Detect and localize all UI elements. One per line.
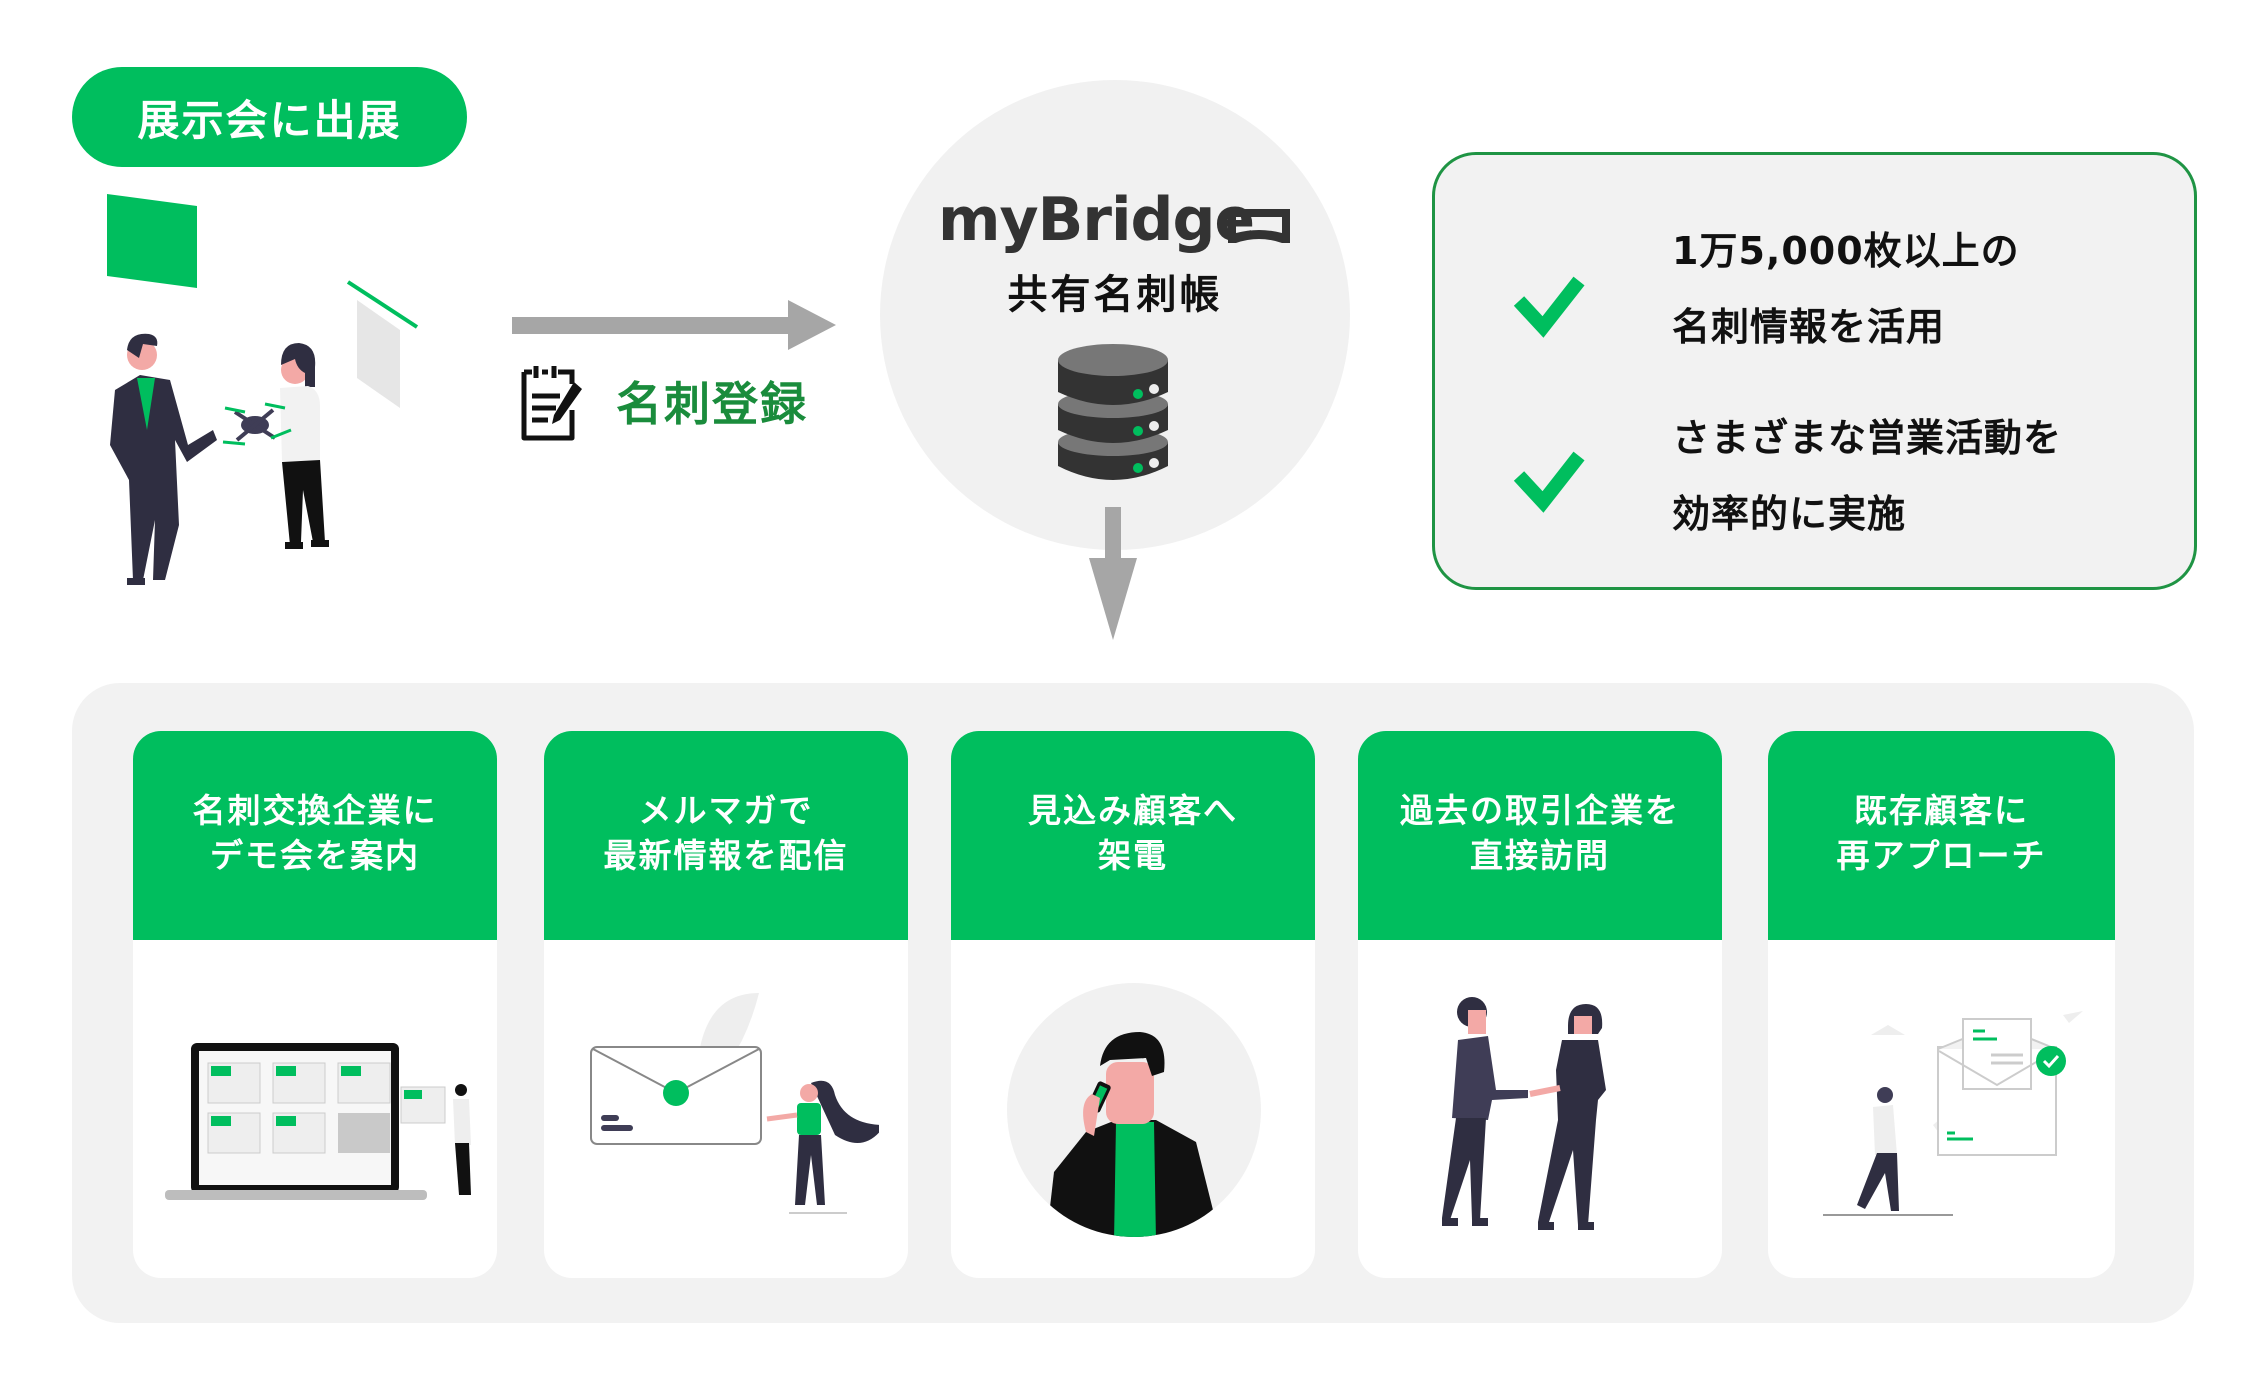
mybridge-logo-icon (1228, 209, 1290, 243)
arrow-right-icon (512, 317, 792, 334)
database-icon (1058, 344, 1168, 480)
card-title-line: 過去の取引企業を (1400, 790, 1680, 830)
activity-card-call: 見込み顧客へ 架電 (951, 731, 1315, 1278)
registration-label: 名刺登録 (616, 377, 808, 431)
card-title-line: 直接訪問 (1470, 835, 1610, 875)
exhibition-pill: 展示会に出展 (72, 67, 467, 167)
exhibition-label: 展示会に出展 (137, 95, 402, 145)
arrow-down-head-icon (1089, 558, 1137, 640)
card-header: 過去の取引企業を 直接訪問 (1358, 731, 1722, 940)
activity-card-visit: 過去の取引企業を 直接訪問 (1358, 731, 1722, 1278)
card-title-line: 既存顧客に (1854, 790, 2029, 830)
benefits-box: 1万5,000枚以上の 名刺情報を活用 さまざまな営業活動を 効率的に実施 (1432, 152, 2197, 590)
card-title-line: メルマガで (638, 790, 814, 830)
handshake-illustration (1442, 997, 1606, 1230)
benefit-line: 名刺情報を活用 (1672, 305, 1946, 349)
card-title-line: 最新情報を配信 (603, 835, 849, 875)
card-title-line: 名刺交換企業に (192, 790, 438, 830)
activity-card-demo: 名刺交換企業に デモ会を案内 (133, 731, 497, 1278)
card-title-line: 架電 (1098, 835, 1168, 875)
card-header: メルマガで 最新情報を配信 (544, 731, 908, 940)
exhibition-illustration (107, 194, 419, 585)
mybridge-logo-text: myBridge (938, 185, 1255, 255)
hub-subtitle: 共有名刺帳 (1007, 272, 1223, 318)
man-on-phone-illustration (1007, 983, 1261, 1237)
card-title-line: 再アプローチ (1836, 835, 2047, 875)
benefit-line: 1万5,000枚以上の (1672, 229, 2020, 273)
activity-card-newsletter: メルマガで 最新情報を配信 (544, 731, 908, 1278)
card-header: 既存顧客に 再アプローチ (1768, 731, 2115, 940)
card-header: 名刺交換企業に デモ会を案内 (133, 731, 497, 940)
arrow-right-head-icon (788, 300, 836, 350)
laptop-cards-illustration (165, 1043, 471, 1200)
benefit-line: さまざまな営業活動を (1672, 416, 2063, 460)
envelope-woman-illustration (590, 993, 879, 1214)
card-header: 見込み顧客へ 架電 (951, 731, 1315, 940)
arrow-down-icon (1105, 507, 1121, 562)
card-title-line: デモ会を案内 (210, 835, 420, 875)
activity-card-reapproach: 既存顧客に 再アプローチ (1768, 731, 2115, 1278)
check-icon (1513, 451, 1585, 513)
notepad-pen-icon (521, 366, 582, 441)
card-title-line: 見込み顧客へ (1028, 790, 1238, 830)
benefit-line: 効率的に実施 (1672, 492, 1907, 536)
check-icon (1513, 276, 1585, 338)
open-envelope-walker-illustration (1823, 1011, 2083, 1216)
